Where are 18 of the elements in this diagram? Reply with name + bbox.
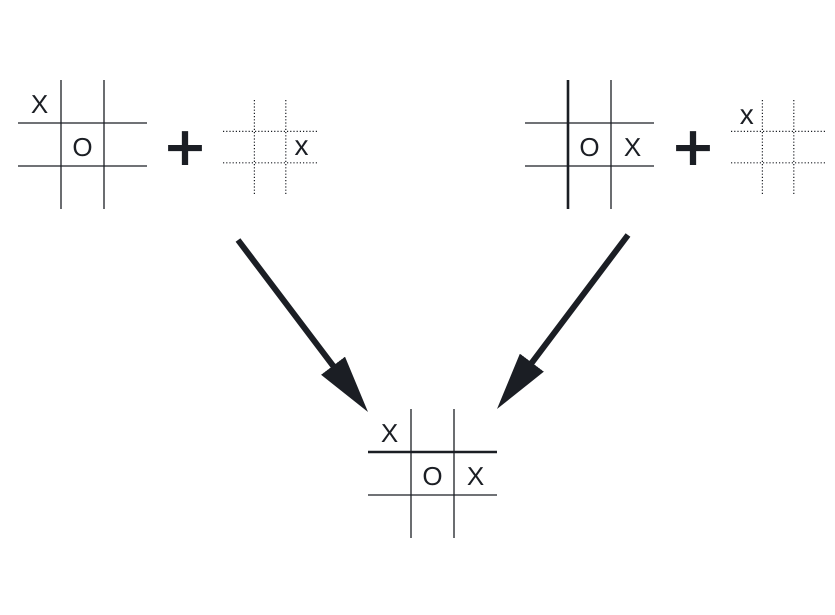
player-mark: O xyxy=(422,462,443,488)
player-mark: O xyxy=(72,134,93,160)
player-mark: x xyxy=(294,132,308,160)
player-mark: x xyxy=(740,100,754,129)
move-grid xyxy=(731,100,826,194)
player-mark: O xyxy=(579,134,600,160)
move-grid xyxy=(223,100,318,194)
arrow xyxy=(236,238,370,414)
tic-tac-toe-board xyxy=(368,409,497,538)
tic-tac-toe-board xyxy=(525,80,654,209)
player-mark: X xyxy=(466,462,484,488)
plus-sign: + xyxy=(670,120,716,174)
arrow xyxy=(494,233,630,411)
tic-tac-toe-board xyxy=(18,80,147,209)
player-mark: X xyxy=(624,134,642,160)
player-mark: X xyxy=(30,90,48,116)
player-mark: X xyxy=(380,420,398,446)
plus-sign: + xyxy=(162,120,208,174)
